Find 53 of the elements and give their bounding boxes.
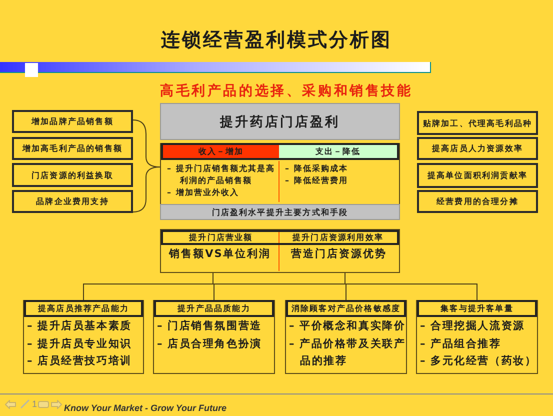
strategy-box — [12, 110, 133, 133]
list-item: – 降低经营费用 — [285, 175, 348, 187]
column-heading: 收入－增加 — [161, 143, 279, 160]
title-banner — [160, 103, 400, 140]
strategy-card — [285, 300, 407, 374]
strategy-box — [417, 163, 538, 188]
diagram-title: 连锁经营盈利模式分析图 — [161, 28, 392, 53]
subtitle: 高毛利产品的选择、采购和销售技能 — [160, 82, 413, 100]
box-label: 门店资源的利益换取 — [32, 170, 114, 180]
strategy-box — [417, 190, 538, 213]
box-label: 品牌企业费用支持 — [36, 196, 109, 207]
list-item: – 提升门店销售额尤其是高利润的产品销售额 — [167, 163, 276, 187]
list-item: – 合理挖掘人流资源 — [420, 318, 525, 334]
table-frame — [160, 229, 400, 273]
box-label: 增加高毛利产品的销售额 — [22, 143, 123, 154]
strategy-card — [153, 300, 275, 374]
strategy-box — [417, 137, 538, 160]
banner-text: 提升药店门店盈利 — [220, 114, 340, 130]
list-item: – 店员合理角色扮演 — [157, 336, 262, 352]
card-heading: 提高店员推荐产品能力 — [24, 300, 143, 317]
card-heading: 消除顾客对产品价格敏感度 — [286, 300, 406, 317]
list-item: – 降低采购成本 — [285, 163, 348, 175]
list-item: – 多元化经营（药妆） — [420, 354, 537, 369]
list-item: – 平价概念和真实降价 — [289, 318, 406, 334]
box-label: 提高店员人力资源效率 — [432, 143, 523, 154]
footer-tagline: Know Your Market - Grow Your Future — [64, 403, 227, 413]
column-heading: 提升门店资源利用效率 — [279, 230, 399, 245]
box-label: 提高单位面积利润贡献率 — [427, 170, 528, 181]
strategy-box — [12, 163, 133, 187]
list-item: – 产品组合推荐 — [420, 336, 502, 352]
box-label: 经营费用的合理分摊 — [436, 196, 518, 207]
list-item: – 店员经营技巧培训 — [27, 354, 132, 369]
column-heading: 提升门店营业额 — [161, 230, 279, 245]
page-number: 1 — [32, 399, 38, 409]
list-item: – 提升店员专业知识 — [27, 336, 132, 352]
list-item: – 增加营业外收入 — [167, 187, 239, 199]
strategy-box — [12, 190, 133, 213]
box-label: 增加品牌产品销售额 — [32, 116, 114, 127]
banner-text: 门店盈利水平提升主要方式和手段 — [212, 206, 348, 218]
strategy-card — [416, 300, 538, 374]
column-text: 销售额VS单位利润 — [169, 247, 271, 262]
column-heading: 支出－降低 — [279, 143, 399, 160]
card-heading: 提升产品品质能力 — [154, 300, 274, 317]
column-text: 营造门店资源优势 — [291, 246, 387, 262]
box-label: 贴牌加工、代理高毛利品种 — [422, 118, 532, 128]
list-item: – 提升店员基本素质 — [27, 318, 132, 334]
strategy-box — [12, 137, 133, 160]
strategy-box — [417, 111, 538, 135]
list-item: – 门店销售氛围营造 — [157, 318, 262, 334]
card-heading: 集客与提升客单量 — [417, 300, 537, 317]
list-item: – 产品价格带及关联产品的推荐 — [289, 336, 406, 369]
section-banner — [160, 204, 400, 220]
strategy-card — [23, 300, 144, 374]
